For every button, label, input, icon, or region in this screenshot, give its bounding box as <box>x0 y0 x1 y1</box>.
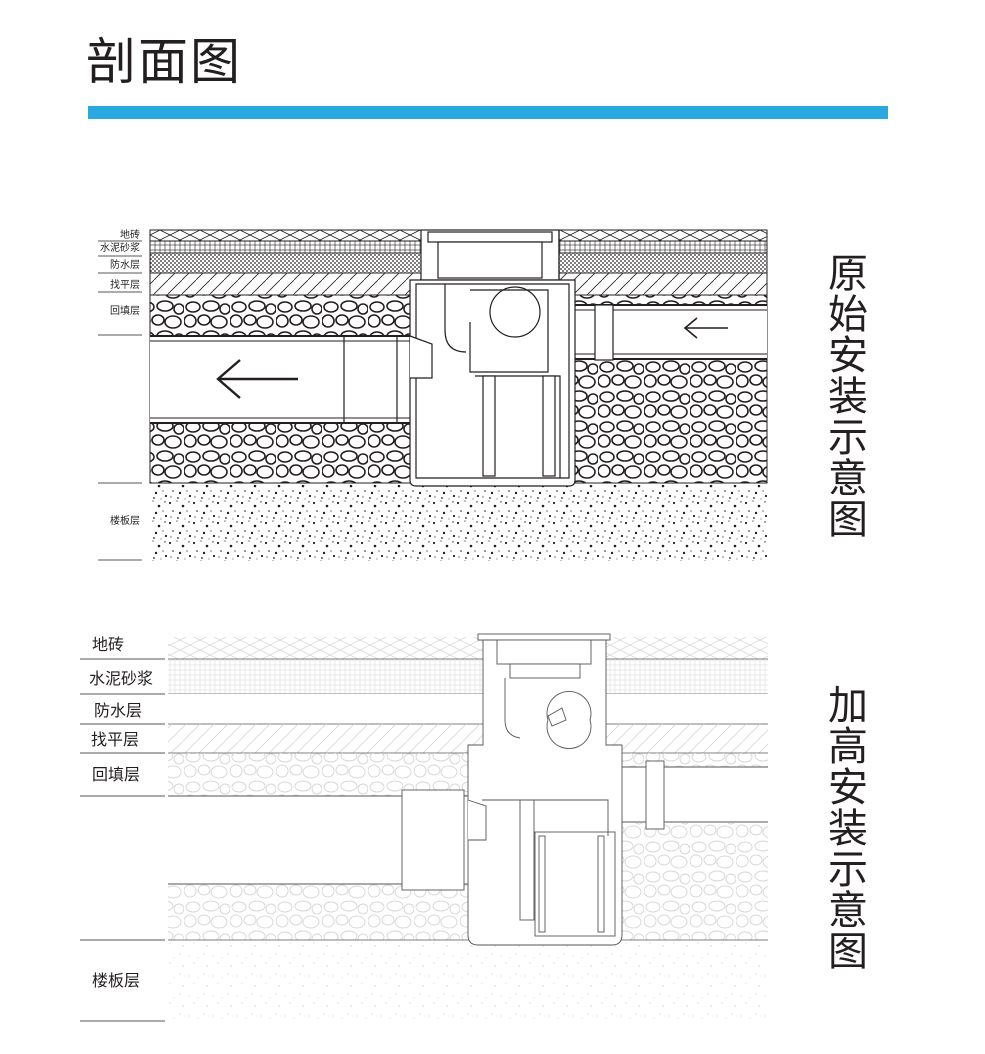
layer-label-leveling: 找平层 <box>110 278 140 291</box>
layer-label-backfill: 回填层 <box>110 304 140 317</box>
floor-drain-body <box>409 229 576 487</box>
layer-labels-raised: 地砖 水泥砂浆 防水层 找平层 回填层 楼板层 <box>80 635 165 1022</box>
page-title: 剖面图 <box>86 33 242 91</box>
layer-label-leveling: 找平层 <box>91 730 139 749</box>
side-label-char: 加 <box>828 683 868 729</box>
floor-drain-body <box>467 633 623 946</box>
layer-mortar <box>168 659 768 694</box>
diagram-raised: 地砖 水泥砂浆 防水层 找平层 回填层 楼板层 <box>80 633 768 1022</box>
layer-label-waterproof: 防水层 <box>94 701 142 720</box>
side-label-char: 高 <box>828 724 868 770</box>
layer-label-slab: 楼板层 <box>92 971 140 990</box>
diagram-original: 地砖 水泥砂浆 防水层 找平层 回填层 楼板层 <box>98 228 768 561</box>
side-label-char: 安 <box>828 333 868 379</box>
layer-label-mortar: 水泥砂浆 <box>89 669 153 688</box>
layer-tile <box>168 637 768 659</box>
layer-slab <box>150 485 767 561</box>
title-accent-bar <box>88 106 888 119</box>
layer-label-backfill: 回填层 <box>92 765 140 784</box>
inlet-pipe-right <box>622 767 768 823</box>
side-label-char: 图 <box>828 929 868 975</box>
layer-waterproof <box>168 694 768 724</box>
left-arrow-icon <box>683 317 728 339</box>
layer-label-mortar: 水泥砂浆 <box>100 241 140 254</box>
layer-label-tile: 地砖 <box>92 635 124 654</box>
side-label-char: 原 <box>828 251 868 297</box>
layer-label-waterproof: 防水层 <box>110 258 140 271</box>
side-label-char: 示 <box>828 847 868 893</box>
side-label-char: 示 <box>828 415 868 461</box>
layer-label-tile: 地砖 <box>120 228 140 241</box>
left-arrow-icon <box>216 359 298 399</box>
layer-labels-original: 地砖 水泥砂浆 防水层 找平层 回填层 楼板层 <box>98 228 142 561</box>
side-label-raised: 加高安装示意图 <box>820 686 876 973</box>
side-label-char: 装 <box>828 806 868 852</box>
side-label-char: 安 <box>828 765 868 811</box>
side-label-char: 意 <box>828 456 868 502</box>
side-label-original: 原始安装示意图 <box>820 254 876 541</box>
side-label-char: 图 <box>828 497 868 543</box>
layer-label-slab: 楼板层 <box>110 514 140 527</box>
layer-slab <box>168 940 768 1021</box>
side-label-char: 始 <box>828 292 868 338</box>
side-label-char: 装 <box>828 374 868 420</box>
side-label-char: 意 <box>828 888 868 934</box>
